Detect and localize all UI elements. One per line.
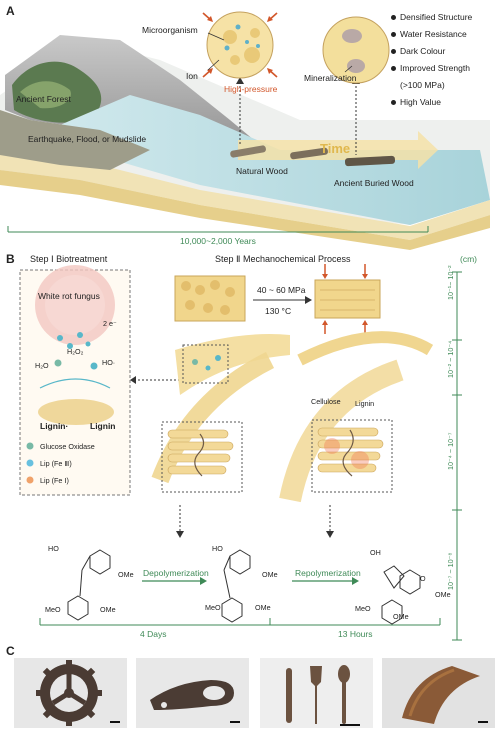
panel-a-letter: A: [6, 4, 15, 18]
legend-lip-fe3: Lip (Fe Ⅲ): [40, 459, 72, 468]
scale-4: 10⁻⁷ ~ 10⁻⁸: [446, 552, 455, 590]
chem-ome-3: OMe: [262, 570, 278, 579]
chem-ome-1: OMe: [118, 570, 134, 579]
step2-title: Step Ⅱ Mechanochemical Process: [215, 254, 351, 264]
panel-c-letter: C: [6, 644, 15, 658]
four-days-label: 4 Days: [140, 629, 167, 639]
step1-title: Step Ⅰ Biotreatment: [30, 254, 108, 264]
property-4: Improved Strength: [391, 63, 470, 73]
property-1: Densified Structure: [390, 12, 473, 22]
panel-a-landscape: [0, 11, 490, 250]
h2o2-label: H₂O₂: [67, 347, 84, 356]
property-3: Dark Colour: [390, 46, 446, 56]
lignin-radical-label: Lignin·: [40, 421, 69, 431]
ho-label: HO·: [102, 358, 116, 367]
legend-lip-fe1: Lip (Fe Ⅰ): [40, 476, 69, 485]
fungus-label: White rot fungus: [38, 291, 100, 301]
property-4b: (>100 MPa): [400, 80, 445, 90]
mineralization-label: Mineralization: [304, 73, 357, 83]
ancient-forest-label: Ancient Forest: [16, 94, 71, 104]
pressure-label: 40 ~ 60 MPa: [257, 285, 306, 295]
property-5: High Value: [391, 97, 441, 107]
ion-label: Ion: [186, 71, 198, 81]
temperature-label: 130 °C: [265, 306, 292, 316]
property-2: Water Resistance: [391, 29, 467, 39]
time-label: Time: [320, 141, 351, 156]
cutlery-photo: [260, 658, 373, 728]
high-pressure-label: High-pressure: [224, 84, 278, 94]
depolymerization-label: Depolymerization: [143, 568, 209, 578]
lignin-fiber-label: Lignin: [355, 399, 375, 408]
chem-ome-4: OMe: [255, 603, 271, 612]
disaster-label: Earthquake, Flood, or Mudslide: [28, 134, 147, 144]
chem-ome-2: OMe: [100, 605, 116, 614]
chem-ho-2: HO: [212, 544, 223, 553]
repolymerization-label: Repolymerization: [295, 568, 361, 578]
cellulose-label: Cellulose: [311, 397, 341, 406]
thirteen-hours-label: 13 Hours: [338, 629, 373, 639]
natural-wood-label: Natural Wood: [236, 166, 288, 176]
chem-oh: OH: [370, 548, 381, 557]
panel-b-diagram: [19, 264, 462, 641]
scale-2: 10⁻² ~ 10⁻⁴: [446, 340, 455, 378]
scale-unit: (cm): [460, 254, 477, 264]
timespan-label: 10,000~2,000 Years: [180, 236, 256, 246]
chem-ho-1: HO: [48, 544, 59, 553]
panel-b-letter: B: [6, 252, 15, 266]
ancient-buried-wood-label: Ancient Buried Wood: [334, 178, 414, 188]
curved-panel-photo: [382, 658, 495, 728]
legend-glucose-oxidase: Glucose Oxidase: [40, 442, 95, 451]
bottle-opener-photo: [136, 658, 249, 728]
scale-3: 10⁻⁴ ~ 10⁻⁷: [446, 432, 455, 470]
chem-meo-1: MeO: [45, 605, 61, 614]
microorganism-label: Microorganism: [142, 25, 198, 35]
electrons-label: 2 e⁻: [103, 319, 117, 328]
chem-meo-2: MeO: [205, 603, 221, 612]
chem-meo-3: MeO: [355, 604, 371, 613]
h2o-label: H₂O: [35, 361, 49, 370]
chem-ome-6: OMe: [393, 612, 409, 621]
chem-o: O: [420, 574, 426, 583]
chem-ome-5: OMe: [435, 590, 451, 599]
lignin-label: Lignin: [90, 421, 116, 431]
gear-photo: [14, 658, 127, 728]
scale-1: 10⁻¹~ 10⁻²: [446, 265, 455, 300]
